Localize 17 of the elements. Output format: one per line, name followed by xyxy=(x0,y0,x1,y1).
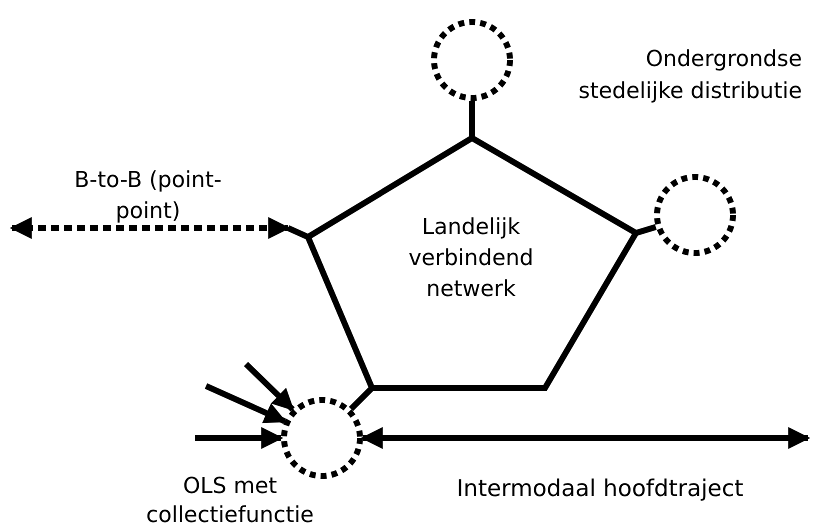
arrow xyxy=(204,383,287,424)
double-arrow xyxy=(10,217,310,240)
annotation-text: Ondergrondse stedelijke distributie xyxy=(578,46,802,106)
edge-label: B-to-B (point-point) xyxy=(73,167,223,226)
pentagon-shape xyxy=(306,136,638,390)
connector-line xyxy=(469,101,475,138)
double-arrow xyxy=(360,427,810,449)
arrow xyxy=(195,427,284,449)
connector-line xyxy=(635,224,657,236)
arrow xyxy=(244,362,295,412)
edge-label: Intermodaal hoofdtraject xyxy=(456,475,744,504)
node-caption: OLS met collectiefunctie xyxy=(145,473,315,530)
dotted-circle xyxy=(430,18,514,102)
dotted-circle xyxy=(280,396,364,480)
dotted-circle xyxy=(653,173,737,257)
connector-line xyxy=(348,386,374,412)
node-label: Landelijk verbindend netwerk xyxy=(407,214,535,304)
